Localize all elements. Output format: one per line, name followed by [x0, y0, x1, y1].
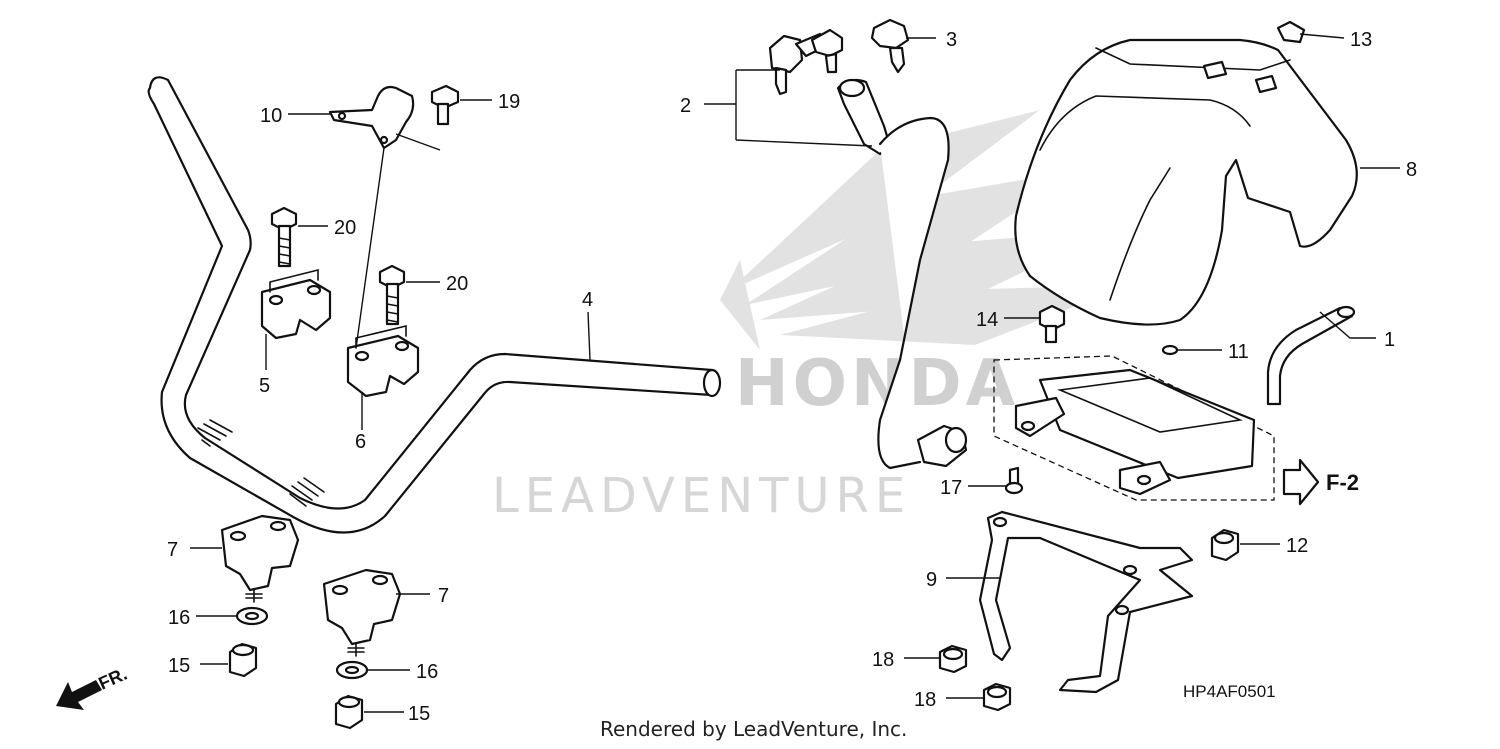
handle-cover-part[interactable] — [1014, 38, 1358, 326]
callout-13: 13 — [1350, 29, 1372, 51]
nut-15a-part[interactable] — [228, 642, 258, 678]
callout-18a: 18 — [872, 649, 894, 671]
nut-18a-part[interactable] — [938, 644, 968, 674]
callouts: 1 2 3 4 5 6 7 7 8 9 10 11 12 13 14 15 15… — [167, 29, 1417, 725]
callout-3: 3 — [946, 29, 957, 51]
callout-9: 9 — [926, 569, 937, 591]
callout-10: 10 — [260, 105, 282, 127]
clip-13-part[interactable] — [1276, 20, 1306, 44]
bolt-20a-part[interactable] — [270, 206, 298, 268]
callout-19: 19 — [498, 91, 520, 113]
washer-16b-part[interactable] — [335, 660, 369, 680]
leadventure-watermark: LEADVENTURE — [492, 468, 911, 524]
callout-15b: 15 — [408, 703, 430, 725]
callout-14: 14 — [976, 309, 998, 331]
hose-part[interactable] — [1266, 305, 1356, 406]
ignition-switch-part[interactable] — [768, 28, 968, 470]
lower-holder-7b-part[interactable] — [322, 568, 402, 657]
callout-6: 6 — [355, 431, 366, 453]
diagram-code: HP4AF0501 — [1183, 682, 1276, 701]
meter-assembly-group — [993, 355, 1275, 501]
front-direction-indicator: FR. — [56, 664, 130, 710]
callout-1: 1 — [1384, 329, 1395, 351]
nut-18b-part[interactable] — [982, 682, 1012, 712]
callout-16b: 16 — [416, 661, 438, 683]
callout-12: 12 — [1286, 535, 1308, 557]
upper-holder-5-part[interactable] — [260, 268, 332, 340]
footer-credit: Rendered by LeadVenture, Inc. — [600, 717, 907, 741]
callout-20a: 20 — [334, 217, 356, 239]
front-arrow-label: FR. — [95, 664, 130, 694]
bolt-14-part[interactable] — [1038, 304, 1066, 344]
callout-5: 5 — [259, 375, 270, 397]
callout-18b: 18 — [914, 689, 936, 711]
callout-20b: 20 — [446, 273, 468, 295]
bolt-19-part[interactable] — [430, 84, 460, 126]
callout-2: 2 — [680, 95, 691, 117]
callout-8: 8 — [1406, 159, 1417, 181]
clip-3-part[interactable] — [870, 18, 910, 74]
front-arrow-icon — [56, 680, 102, 710]
leader-lines — [190, 33, 1400, 713]
callout-15a: 15 — [168, 655, 190, 677]
bolt-20b-part[interactable] — [378, 264, 406, 326]
washer-16a-part[interactable] — [235, 606, 269, 626]
callout-7a: 7 — [167, 539, 178, 561]
honda-watermark: HONDA — [735, 347, 1019, 421]
reference-arrow-icon — [1282, 458, 1320, 506]
callout-16a: 16 — [168, 607, 190, 629]
callout-11: 11 — [1228, 341, 1249, 363]
stay-part[interactable] — [978, 510, 1194, 694]
reference-arrow-label: F-2 — [1326, 470, 1359, 495]
nut-12-part[interactable] — [1210, 528, 1240, 562]
grommet-11-part[interactable] — [1161, 344, 1179, 356]
screw-17-part[interactable] — [1004, 466, 1024, 495]
handle-bracket-part[interactable] — [328, 85, 415, 150]
handlebar-part[interactable] — [147, 76, 722, 534]
reference-arrow-f2[interactable]: F-2 — [1282, 458, 1359, 506]
nut-15b-part[interactable] — [334, 694, 364, 730]
callout-7b: 7 — [438, 585, 449, 607]
callout-17: 17 — [940, 477, 962, 499]
lower-holder-7a-part[interactable] — [220, 514, 300, 603]
callout-4: 4 — [582, 289, 593, 311]
upper-holder-6-part[interactable] — [346, 324, 420, 398]
